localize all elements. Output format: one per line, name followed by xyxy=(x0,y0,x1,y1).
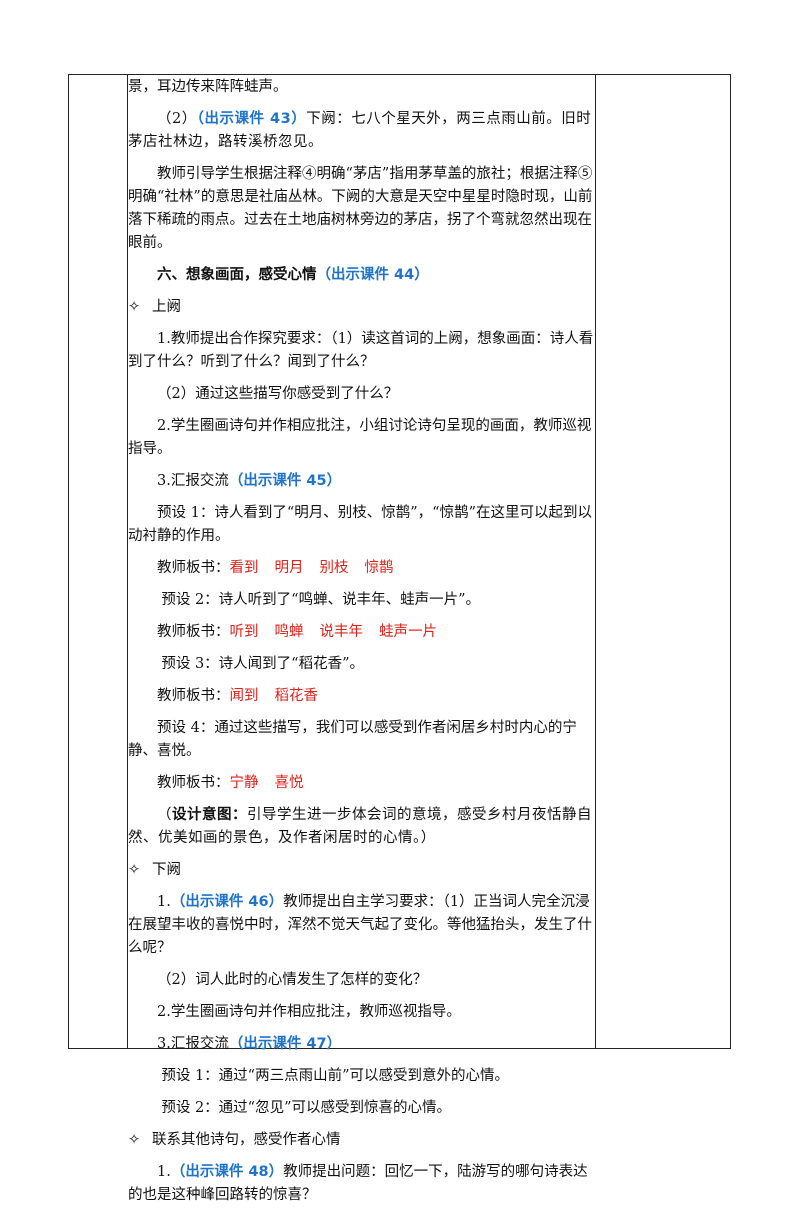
paragraph: （2）词人此时的心情发生了怎样的变化？ xyxy=(157,972,428,988)
preset-answer: 预设 4：通过这些描写，我们可以感受到作者闲居乡村时内心的宁静、喜悦。 xyxy=(128,720,577,759)
star-bullet-icon: ✧ xyxy=(128,299,141,315)
section-heading: 六、想象画面，感受心情（出示课件 44） xyxy=(157,267,429,283)
paragraph: 教师引导学生根据注释④明确“茅店”指用茅草盖的旅社；根据注释⑤明确“社林”的意思… xyxy=(128,166,593,251)
design-intent: （设计意图：引导学生进一步体会词的意境，感受乡村月夜恬静自然、优美如画的景色，及… xyxy=(128,807,592,846)
paragraph: 3.汇报交流（出示课件 47） xyxy=(157,1036,342,1052)
subsection-heading: ✧上阙 xyxy=(128,296,594,319)
star-bullet-icon: ✧ xyxy=(128,1132,141,1148)
subsection-heading: ✧联系其他诗句，感受作者心情 xyxy=(128,1129,594,1152)
paragraph: 1.教师提出合作探究要求：（1）读这首词的上阙，想象画面：诗人看到了什么？听到了… xyxy=(128,331,594,370)
paragraph: 1.（出示课件 46）教师提出自主学习要求：（1）正当词人完全沉浸在展望丰收的喜… xyxy=(128,894,592,956)
courseware-tag: （出示课件 43） xyxy=(196,111,307,127)
paragraph: 3.汇报交流（出示课件 45） xyxy=(157,473,342,489)
paragraph: 景，耳边传来阵阵蛙声。 xyxy=(128,79,288,95)
preset-answer: 预设 1：通过“两三点雨山前”可以感受到意外的心情。 xyxy=(161,1068,510,1084)
paragraph: （2）（出示课件 43）下阙：七八个星天外，两三点雨山前。旧时茅店社林边，路转溪… xyxy=(128,111,592,150)
paragraph: 2.学生圈画诗句并作相应批注，小组讨论诗句呈现的画面，教师巡视指导。 xyxy=(128,418,592,457)
board-writing: 教师板书：闻到稻花香 xyxy=(157,688,318,704)
paragraph: （2）通过这些描写你感受到了什么？ xyxy=(157,386,399,402)
courseware-tag: （出示课件 44） xyxy=(316,267,429,283)
courseware-tag: （出示课件 45） xyxy=(228,473,342,489)
board-writing: 教师板书：看到明月别枝惊鹊 xyxy=(157,560,394,576)
lesson-content: 景，耳边传来阵阵蛙声。 （2）（出示课件 43）下阙：七八个星天外，两三点雨山前… xyxy=(128,76,594,1216)
table-divider-right xyxy=(595,75,596,1048)
star-bullet-icon: ✧ xyxy=(128,862,141,878)
paragraph: 1.（出示课件 48）教师提出问题：回忆一下，陆游写的哪句诗表达的也是这种峰回路… xyxy=(128,1164,588,1203)
table-divider-left xyxy=(127,75,128,1048)
lesson-table xyxy=(68,74,731,1049)
paragraph: 2.学生圈画诗句并作相应批注，教师巡视指导。 xyxy=(157,1004,461,1020)
preset-answer: 预设 3：诗人闻到了“稻花香”。 xyxy=(161,656,365,672)
subsection-heading: ✧下阙 xyxy=(128,859,594,882)
board-writing: 教师板书：宁静喜悦 xyxy=(157,775,304,791)
courseware-tag: （出示课件 46） xyxy=(170,894,284,910)
preset-answer: 预设 2：诗人听到了“鸣蝉、说丰年、蛙声一片”。 xyxy=(161,592,481,608)
preset-answer: 预设 1：诗人看到了“明月、别枝、惊鹊”，“惊鹊”在这里可以起到以动衬静的作用。 xyxy=(128,505,592,544)
board-writing: 教师板书：听到鸣蝉说丰年蛙声一片 xyxy=(157,624,437,640)
courseware-tag: （出示课件 47） xyxy=(228,1036,342,1052)
preset-answer: 预设 2：通过“忽见”可以感受到惊喜的心情。 xyxy=(161,1100,452,1116)
courseware-tag: （出示课件 48） xyxy=(170,1164,284,1180)
